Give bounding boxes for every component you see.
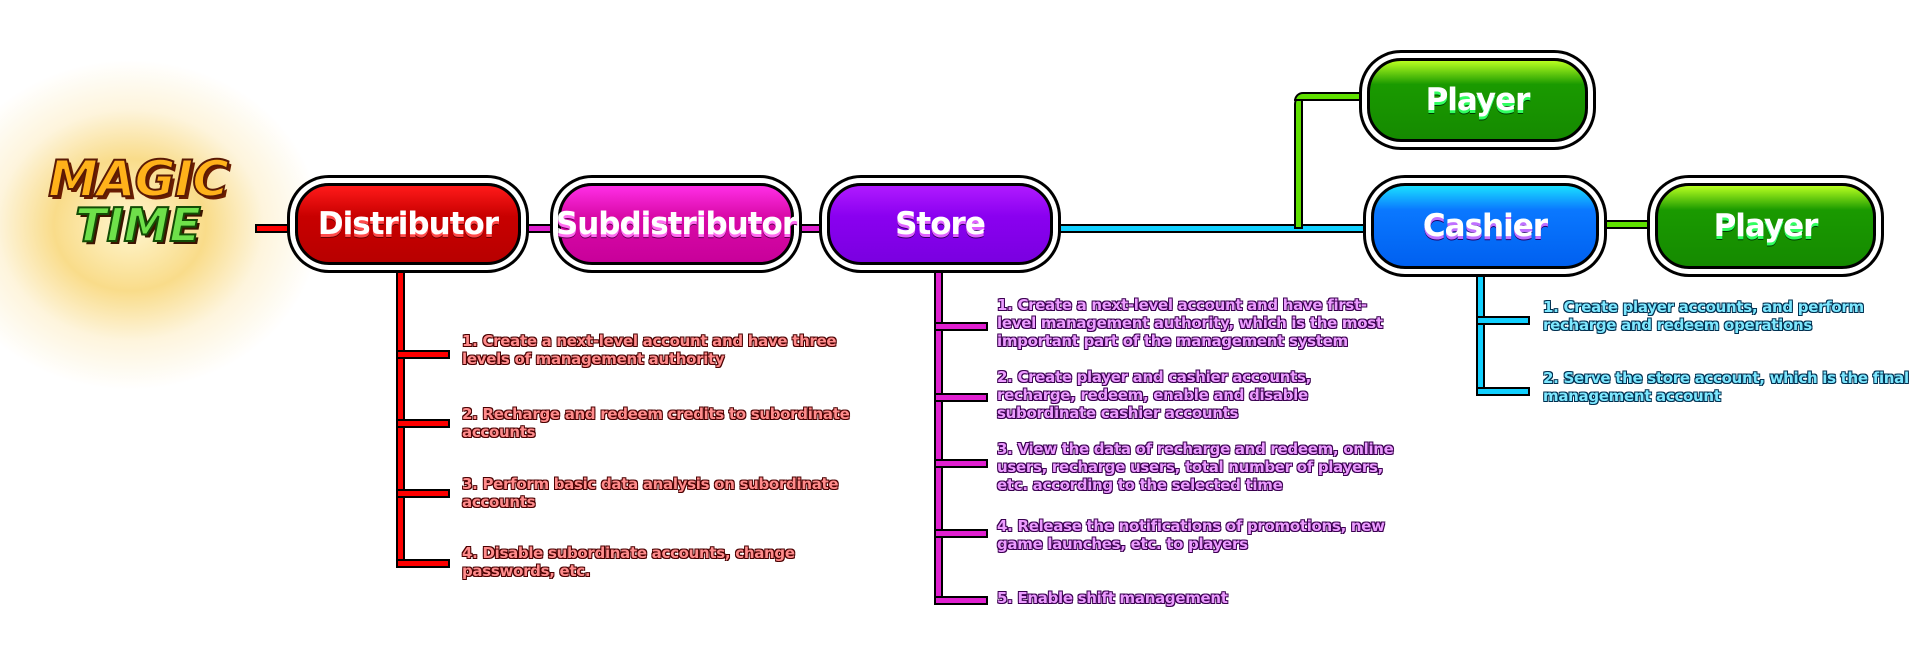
branch [1476,316,1530,325]
store-note: 5. Enable shift management [997,589,1228,607]
branch [934,529,988,538]
branch [934,393,988,402]
branch [396,419,450,428]
branch [934,596,988,605]
store-tree-line [934,268,943,605]
logo-text-time: TIME [74,197,202,253]
branch [1476,387,1530,396]
store-note: 4. Release the notifications of promotio… [997,517,1385,553]
node-distributor: Distributor [295,183,521,265]
store-note: 2. Create player and cashier accounts, r… [997,368,1312,422]
logo-text-magic: MAGIC [47,149,230,209]
distributor-note: 2. Recharge and redeem credits to subord… [462,405,850,441]
branch [934,459,988,468]
node-store: Store [827,183,1053,265]
distributor-note: 1. Create a next-level account and have … [462,332,837,368]
branch [396,489,450,498]
connector-store-player [1294,95,1303,229]
store-note: 3. View the data of recharge and redeem,… [997,440,1394,494]
connector-cashier-player [1598,220,1654,229]
branch [396,350,450,359]
connector-store-cashier [1052,224,1372,233]
node-subdistributor: Subdistributor [556,183,797,265]
branch [934,322,988,331]
cashier-note: 2. Serve the store account, which is the… [1543,369,1909,405]
node-player-right: Player [1655,183,1876,269]
node-cashier: Cashier [1371,183,1599,269]
distributor-note: 4. Disable subordinate accounts, change … [462,544,795,580]
connector-logo-distributor [255,224,299,233]
distributor-tree-line [396,268,405,568]
cashier-tree-line [1476,268,1485,396]
distributor-note: 3. Perform basic data analysis on subord… [462,475,839,511]
cashier-note: 1. Create player accounts, and perform r… [1543,298,1864,334]
node-player-top: Player [1367,58,1588,142]
connector-subdistributor-store [792,224,828,233]
store-note: 1. Create a next-level account and have … [997,296,1383,350]
connector-distributor-subdistributor [520,224,559,233]
magic-time-logo: MAGIC TIME [18,149,258,290]
connector-to-player-top [1294,92,1368,101]
branch [396,559,450,568]
